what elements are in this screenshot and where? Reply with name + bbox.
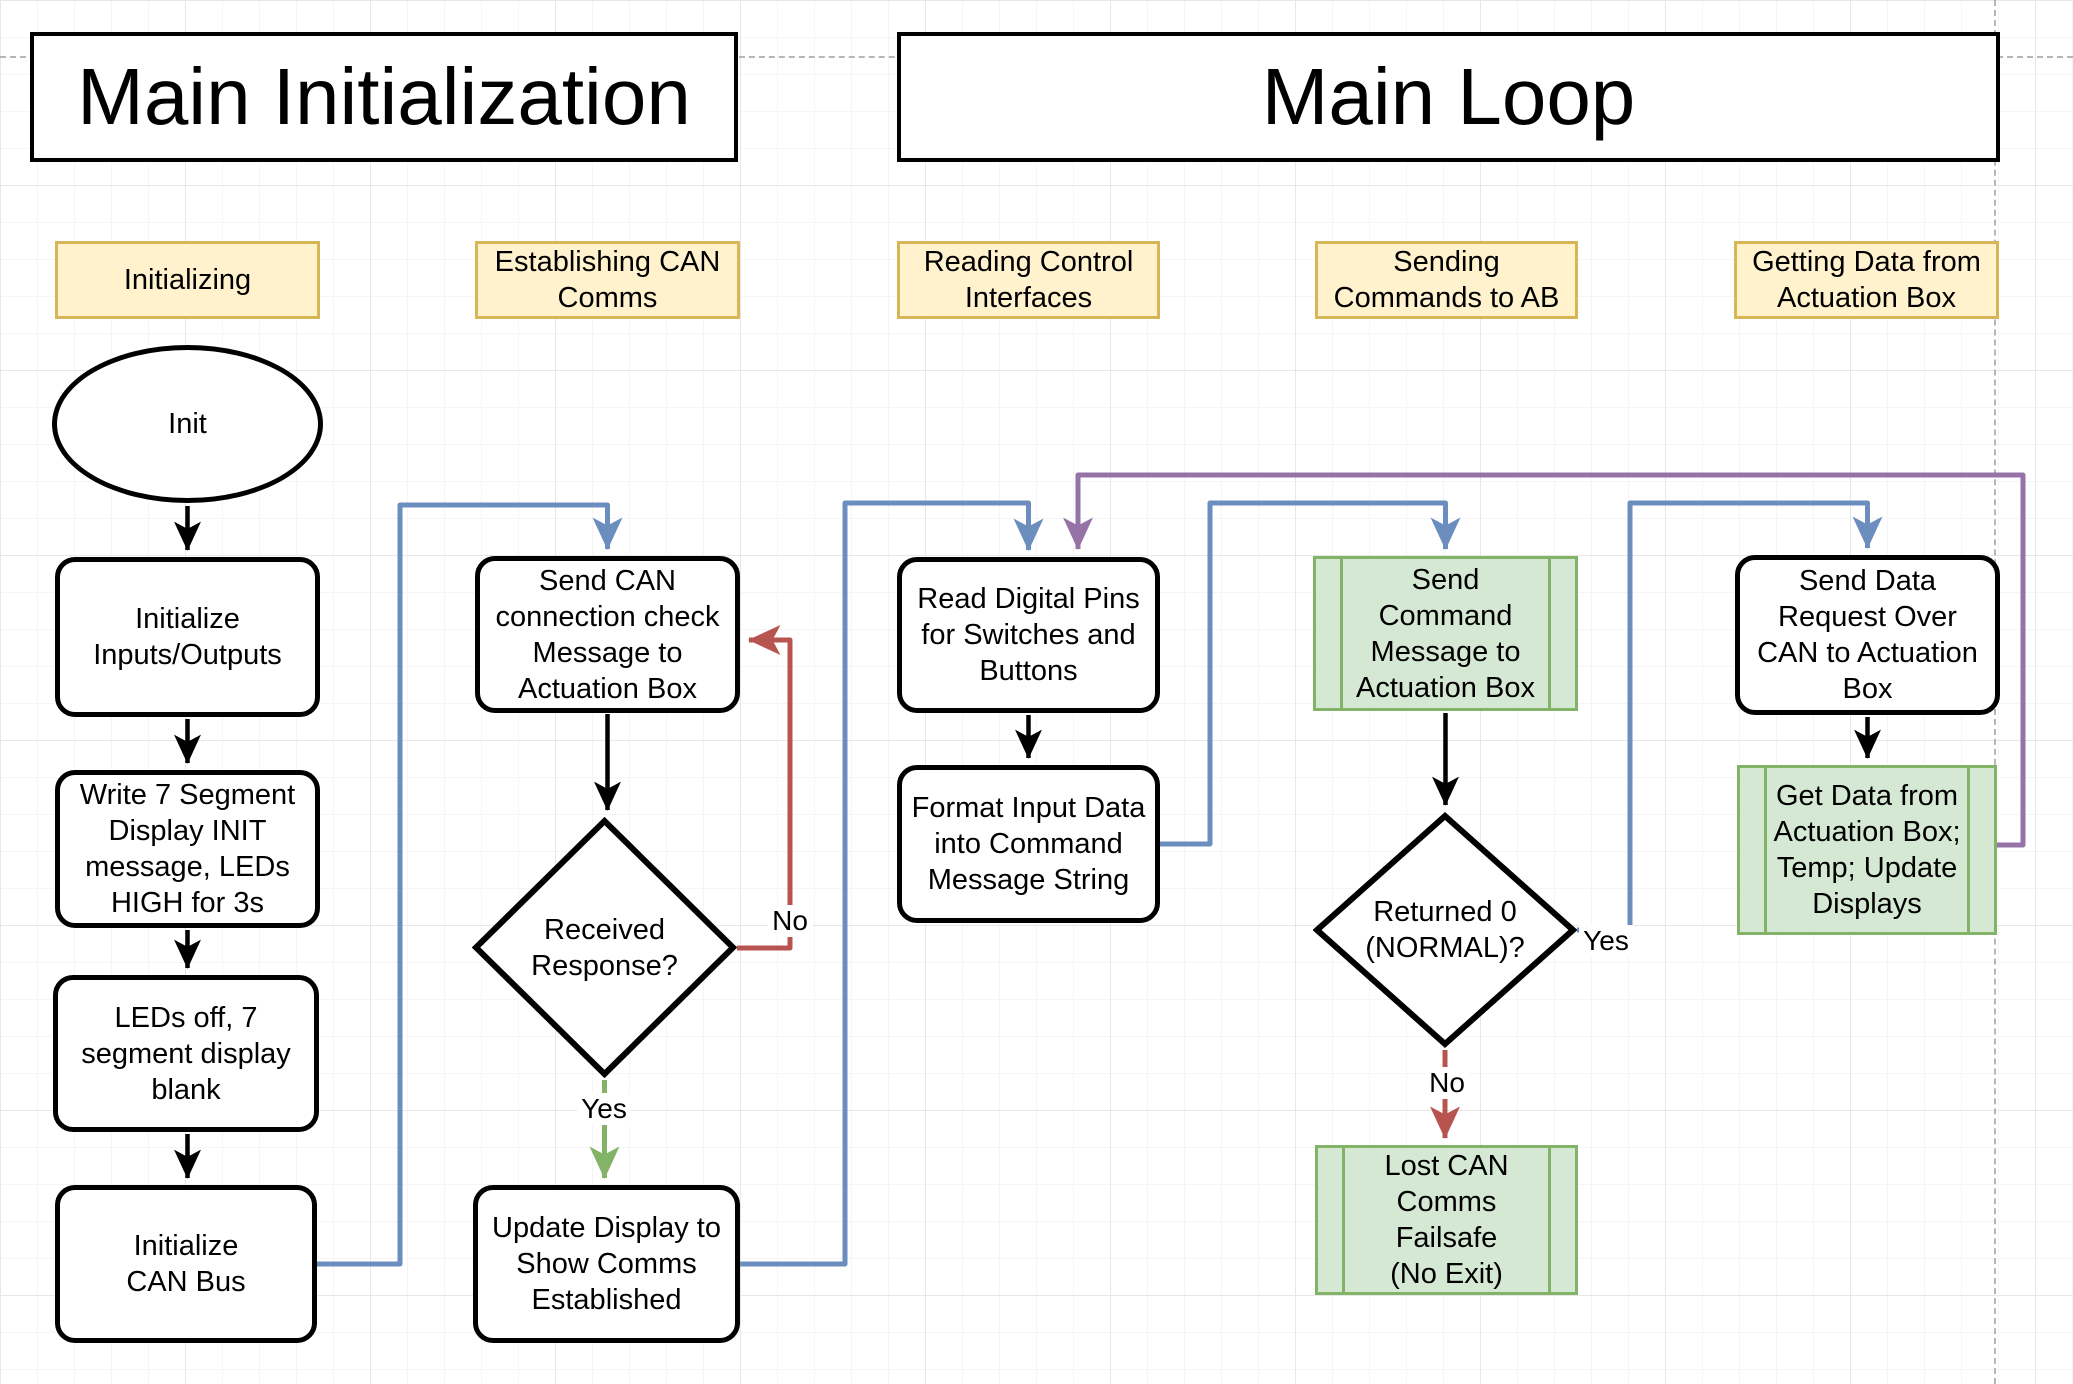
process-send-command-label: Send Command Message to Actuation Box: [1356, 563, 1535, 704]
edge-label-received-no: No: [768, 905, 812, 937]
node-write-7-segment: Write 7 Segment Display INIT message, LE…: [55, 770, 320, 928]
decision-diamond-shape: [472, 817, 737, 1078]
process-lost-can-label: Lost CAN Comms Failsafe (No Exit): [1384, 1150, 1509, 1290]
predefined-process-bar-icon: [1342, 1148, 1345, 1292]
predefined-process-bar-icon: [1764, 768, 1767, 932]
decision-returned-0: Returned 0 (NORMAL)?: [1313, 812, 1577, 1048]
decision-received-response: Received Response?: [472, 817, 737, 1078]
section-title-main-loop: Main Loop: [897, 32, 2000, 162]
process-get-data-label: Get Data from Actuation Box; Temp; Updat…: [1773, 780, 1961, 920]
predefined-process-bar-icon: [1340, 559, 1343, 708]
edge-label-returned-no: No: [1425, 1067, 1469, 1099]
process-send-command-message: Send Command Message to Actuation Box: [1313, 556, 1578, 711]
phase-label-sending-commands: Sending Commands to AB: [1315, 241, 1578, 319]
edge-label-received-yes: Yes: [577, 1093, 631, 1125]
node-initialize-inputs-outputs: Initialize Inputs/Outputs: [55, 557, 320, 717]
process-lost-can-failsafe: Lost CAN Comms Failsafe (No Exit): [1315, 1145, 1578, 1295]
predefined-process-bar-icon: [1967, 768, 1970, 932]
edge-received-no-to-sendcheck: [737, 625, 793, 951]
node-read-digital-pins: Read Digital Pins for Switches and Butto…: [897, 557, 1160, 713]
phase-label-initializing: Initializing: [55, 241, 320, 319]
predefined-process-bar-icon: [1548, 559, 1551, 708]
section-title-main-initialization: Main Initialization: [30, 32, 738, 162]
decision-diamond-shape: [1313, 812, 1577, 1048]
node-leds-off: LEDs off, 7 segment display blank: [53, 975, 319, 1132]
decision-returned-0-label: Returned 0 (NORMAL)?: [1365, 896, 1525, 964]
node-format-input-data: Format Input Data into Command Message S…: [897, 765, 1160, 923]
node-send-can-check: Send CAN connection check Message to Act…: [475, 556, 740, 713]
node-send-data-request: Send Data Request Over CAN to Actuation …: [1735, 555, 2000, 715]
edge-label-returned-yes: Yes: [1579, 925, 1633, 957]
node-initialize-can-bus: Initialize CAN Bus: [55, 1185, 317, 1343]
phase-label-establishing-can-comms: Establishing CAN Comms: [475, 241, 740, 319]
node-init-terminator: Init: [52, 345, 323, 503]
predefined-process-bar-icon: [1548, 1148, 1551, 1292]
phase-label-getting-data: Getting Data from Actuation Box: [1734, 241, 1999, 319]
phase-label-reading-control-interfaces: Reading Control Interfaces: [897, 241, 1160, 319]
decision-received-response-label: Received Response?: [531, 913, 678, 982]
node-update-display: Update Display to Show Comms Established: [473, 1185, 740, 1343]
process-get-data: Get Data from Actuation Box; Temp; Updat…: [1737, 765, 1997, 935]
